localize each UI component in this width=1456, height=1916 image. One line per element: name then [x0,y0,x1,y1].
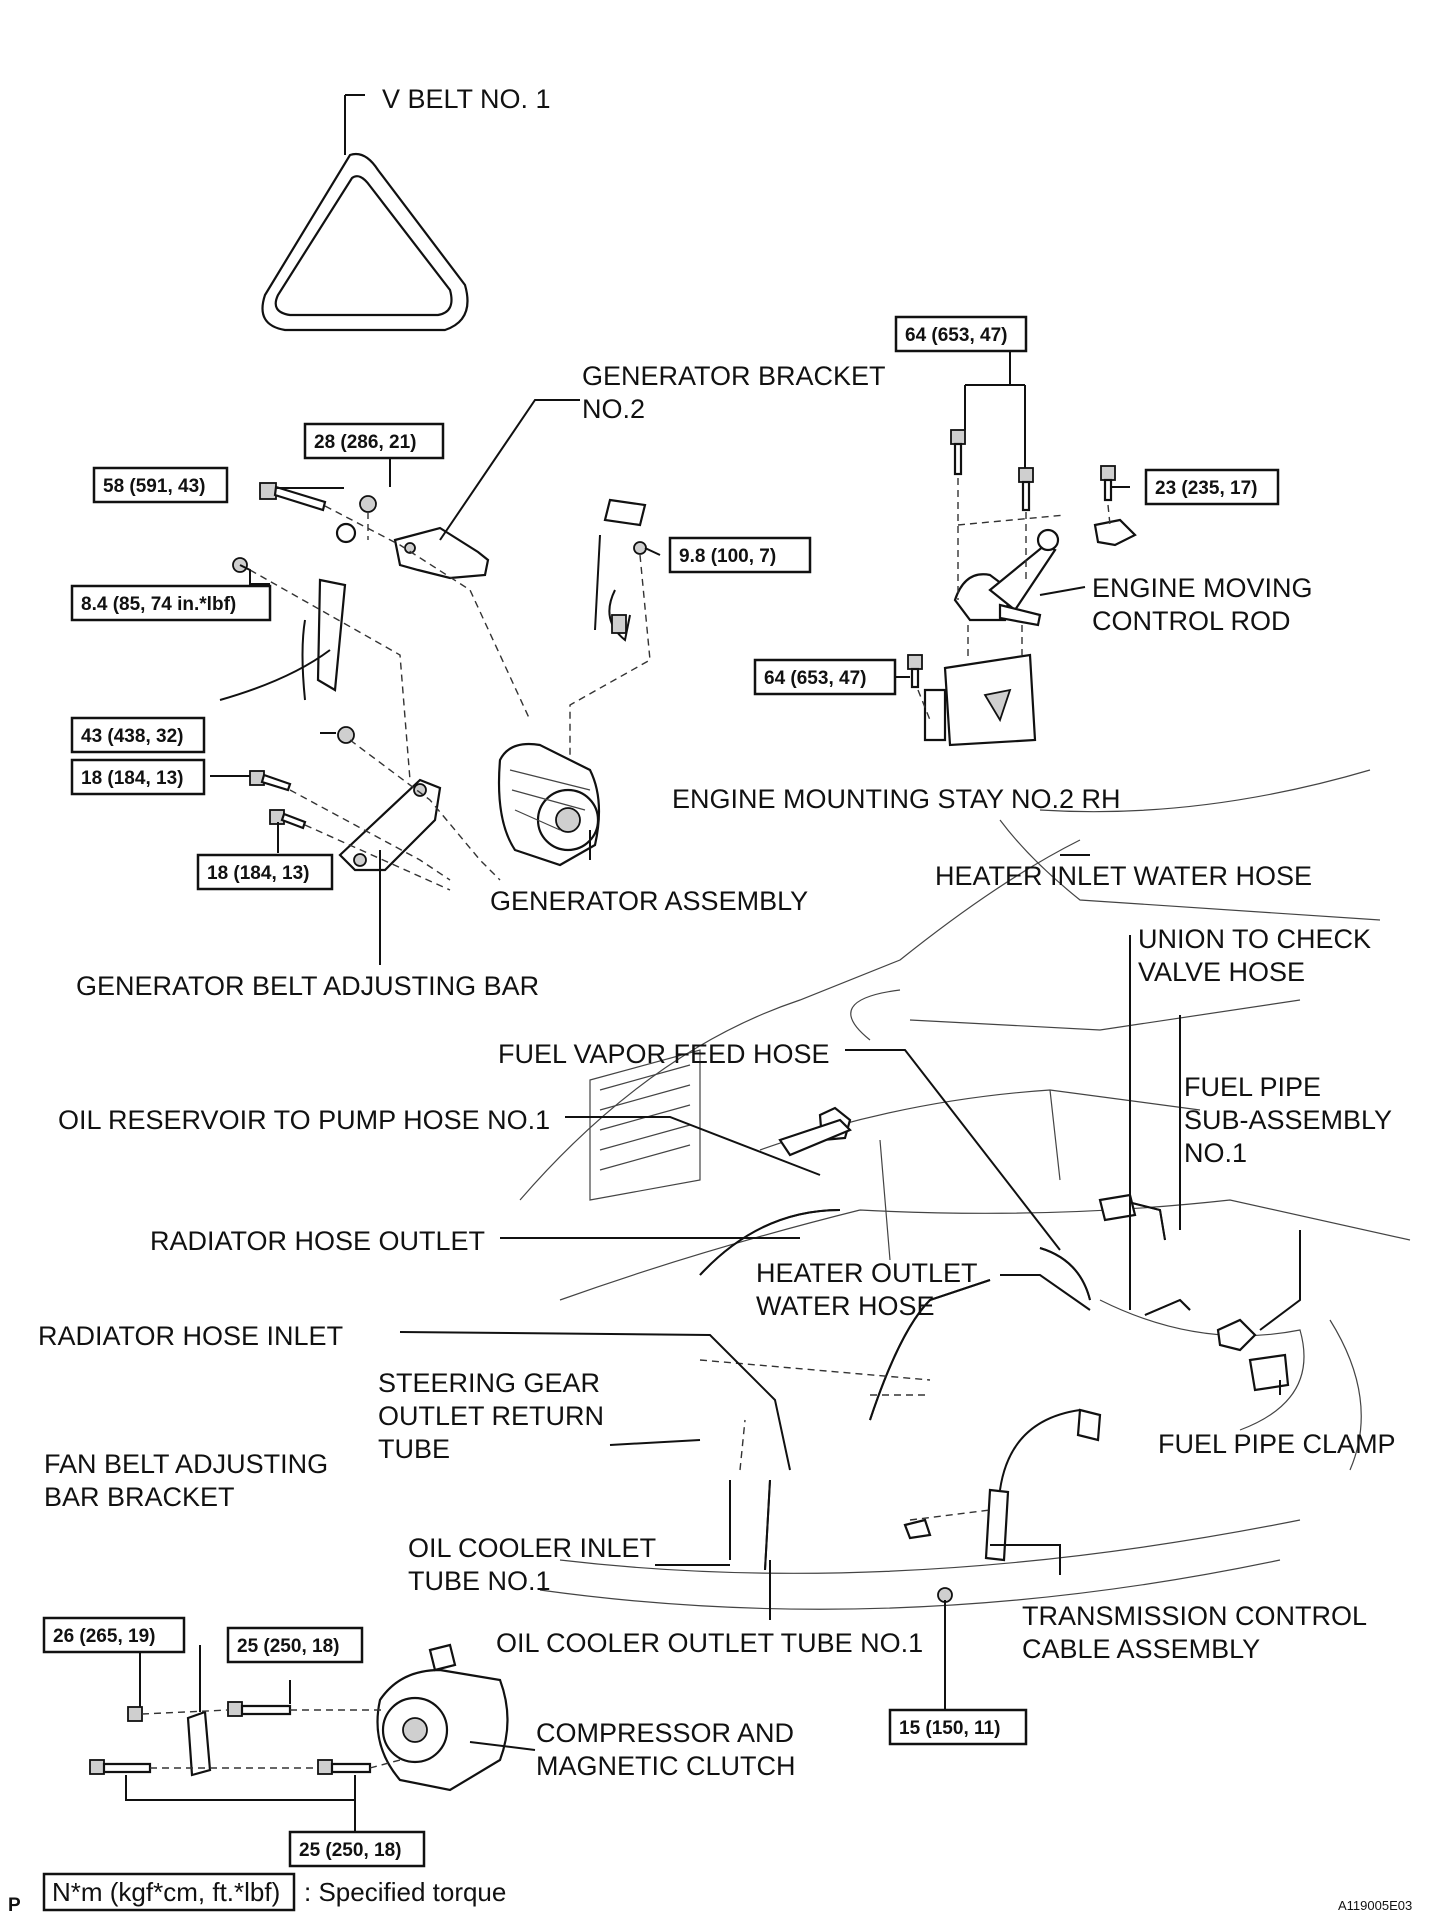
leader-lines [125,351,1301,1832]
torque-26: 26 (265, 19) [53,1626,155,1647]
generator-assembly [497,742,601,867]
label-compressor: COMPRESSOR AND [536,1718,794,1748]
torque-box-25b [288,1830,426,1868]
generator-bracket-no2 [393,526,490,580]
fan-belt-bracket [186,1710,212,1777]
torque-18b: 18 (184, 13) [207,863,309,884]
label-mounting-stay: ENGINE MOUNTING STAY NO.2 RH [672,784,1121,814]
bolt-64a-left [950,429,966,476]
torque-box-98 [668,536,812,574]
bolt-23 [1100,465,1116,502]
torque-25a: 25 (250, 18) [237,1636,339,1657]
figure-code: A119005E03 [1338,1898,1412,1913]
label-fan-belt-bracket: BAR BRACKET [44,1482,235,1512]
torque-98: 9.8 (100, 7) [679,546,776,567]
label-oil-cooler-inlet-tube: TUBE NO.1 [408,1566,551,1596]
label-engine-moving: ENGINE MOVING [1092,573,1313,603]
label-transmission: TRANSMISSION CONTROL [1022,1601,1367,1631]
torque-box-18a [70,758,206,796]
torque-15: 15 (150, 11) [899,1718,1000,1739]
legend-description: : Specified torque [304,1877,506,1907]
page-letter: P [8,1895,21,1916]
label-union-check: UNION TO CHECK [1138,924,1371,954]
label-oil-cooler-outlet: OIL COOLER OUTLET TUBE NO.1 [496,1628,923,1658]
label-fuel-pipe-sub: SUB-ASSEMBLY [1184,1105,1392,1135]
engine-mounting-stay [923,653,1037,747]
torque-box-43 [70,716,206,754]
label-fuel-pipe-no: NO.1 [1184,1138,1247,1168]
label-heater-outlet-hose: WATER HOSE [756,1291,935,1321]
torque-box-26 [42,1616,186,1654]
label-control-rod: CONTROL ROD [1092,606,1291,636]
label-generator-bracket: GENERATOR BRACKET [582,361,886,391]
torque-box-58 [92,466,229,504]
label-fuel-vapor: FUEL VAPOR FEED HOSE [498,1039,830,1069]
label-oil-reservoir: OIL RESERVOIR TO PUMP HOSE NO.1 [58,1105,550,1135]
compressor-magnetic-clutch [376,1643,509,1792]
adjusting-bar [338,778,442,872]
legend-unit: N*m (kgf*cm, ft.*lbf) [52,1877,280,1907]
compressor-bolts [89,1701,372,1775]
label-steering-gear: STEERING GEAR [378,1368,600,1398]
wire-harness-left [219,557,347,701]
label-v-belt: V BELT NO. 1 [382,84,551,114]
torque-box-18b [196,853,334,891]
torque-box-28 [303,422,445,460]
bolt-64b [907,654,923,689]
label-generator-bracket-no: NO.2 [582,394,645,424]
torque-58: 58 (591, 43) [103,476,205,497]
label-steering-outlet: OUTLET RETURN [378,1401,604,1431]
label-fuel-pipe: FUEL PIPE [1184,1072,1321,1102]
torque-28: 28 (286, 21) [314,432,416,453]
washer [335,522,357,544]
label-fan-belt: FAN BELT ADJUSTING [44,1449,328,1479]
torque-box-64b [753,658,897,696]
torque-box-64a [894,315,1028,353]
label-radiator-outlet: RADIATOR HOSE OUTLET [150,1226,485,1256]
nut-28 [359,495,377,513]
nut-43 [337,726,355,744]
label-transmission-cable: CABLE ASSEMBLY [1022,1634,1260,1664]
label-fuel-clamp: FUEL PIPE CLAMP [1158,1429,1396,1459]
label-steering-tube: TUBE [378,1434,450,1464]
v-belt [261,152,469,332]
label-generator-assembly: GENERATOR ASSEMBLY [490,886,808,916]
engine-moving-control-rod [953,528,1060,627]
torque-18a: 18 (184, 13) [81,768,183,789]
hoses-cluster [699,1106,1290,1603]
torque-64a: 64 (653, 47) [905,325,1007,346]
bolt-58 [259,482,327,512]
bolt-18b [269,809,307,830]
label-oil-cooler-inlet: OIL COOLER INLET [408,1533,656,1563]
label-heater-inlet: HEATER INLET WATER HOSE [935,861,1312,891]
torque-43: 43 (438, 32) [81,726,183,747]
bolt-18a [249,770,292,792]
torque-25b: 25 (250, 18) [299,1840,401,1861]
bracket-23 [1093,518,1137,547]
harness-connector [594,498,647,642]
label-adjusting-bar: GENERATOR BELT ADJUSTING BAR [76,971,539,1001]
torque-23: 23 (235, 17) [1155,478,1257,499]
label-magnetic-clutch: MAGNETIC CLUTCH [536,1751,796,1781]
torque-84: 8.4 (85, 74 in.*lbf) [81,594,236,615]
label-valve-hose: VALVE HOSE [1138,957,1305,987]
bolt-64a-right [1018,467,1034,512]
torque-box-25a [226,1626,364,1664]
torque-box-15 [888,1708,1028,1746]
label-radiator-inlet: RADIATOR HOSE INLET [38,1321,343,1351]
torque-64b: 64 (653, 47) [764,668,866,689]
torque-box-84 [70,584,272,622]
legend-unit-box [42,1872,296,1912]
label-heater-outlet: HEATER OUTLET [756,1258,978,1288]
torque-box-23 [1144,468,1280,506]
